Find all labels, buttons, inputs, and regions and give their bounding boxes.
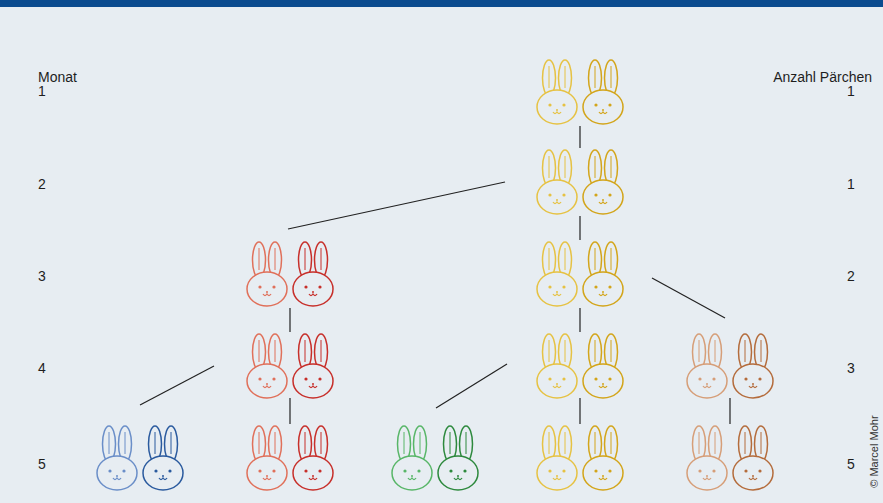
pair-count: 1 (847, 83, 855, 100)
month-number: 4 (38, 360, 46, 377)
month-number: 1 (38, 83, 46, 100)
month-number: 2 (38, 176, 46, 193)
pair-count: 3 (847, 360, 855, 377)
pair-count: 2 (847, 268, 855, 285)
month-number: 3 (38, 268, 46, 285)
pair-count: 5 (847, 456, 855, 473)
pair-count: 1 (847, 176, 855, 193)
column-header: Anzahl Pärchen (773, 69, 872, 86)
copyright-note: © Marcel Mohr (867, 416, 880, 488)
month-number: 5 (38, 456, 46, 473)
